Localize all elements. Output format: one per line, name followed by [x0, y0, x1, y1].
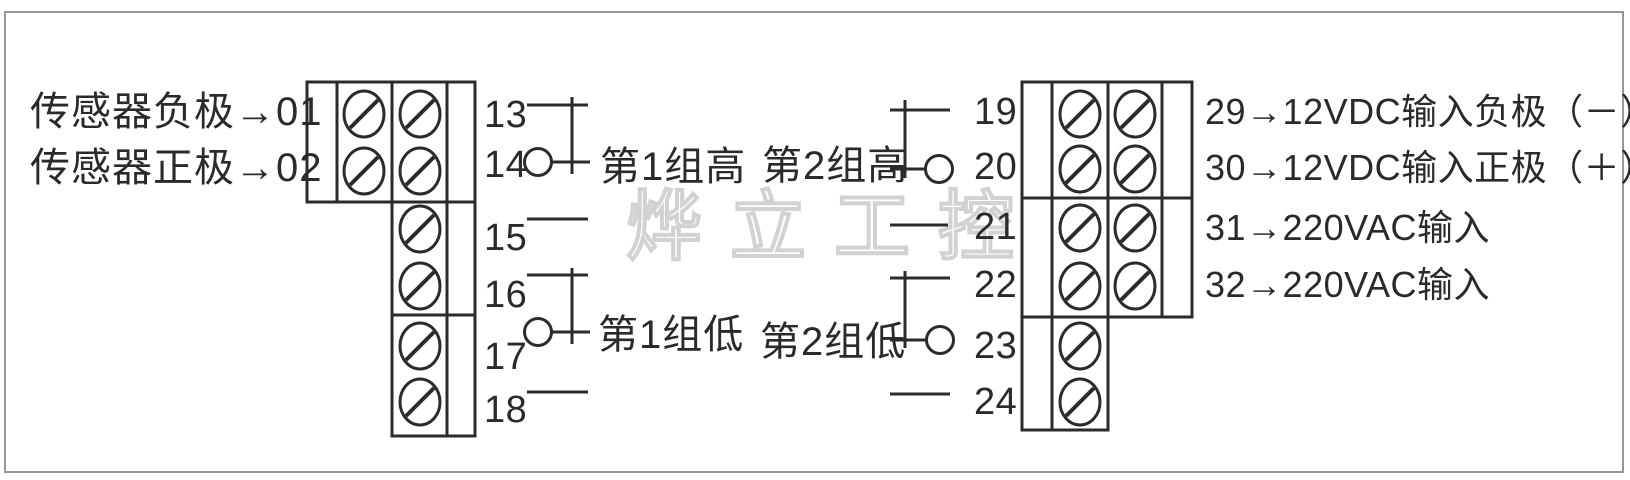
pin-label-13: 13 [484, 94, 528, 136]
pin-label-19: 19 [974, 91, 1018, 133]
screw-terminal-icons-left [342, 89, 442, 427]
screw-icon [342, 146, 386, 196]
pin-label-20: 20 [974, 146, 1018, 188]
power-label-32: 32→220VAC输入 [1205, 264, 1490, 305]
screw-icon [1058, 144, 1102, 194]
watermark: 烨立工控 [625, 185, 1042, 270]
diagram-frame [4, 11, 1624, 473]
screw-icon [398, 321, 442, 371]
contact-symbol-group2-low [890, 271, 955, 355]
pin-label-14: 14 [484, 144, 528, 186]
screw-icon [1058, 203, 1102, 253]
terminal-block-left [305, 80, 477, 438]
screw-icon [1058, 261, 1102, 311]
screw-icon [1058, 377, 1102, 427]
screw-icon [398, 261, 442, 311]
group2-high-label: 第2组高 [762, 144, 909, 188]
pin-label-22: 22 [974, 264, 1018, 306]
screw-icon [342, 89, 386, 139]
pin-label-16: 16 [484, 274, 528, 316]
sensor-positive-label: 传感器正极→02 [30, 146, 323, 190]
screw-icon [398, 377, 442, 427]
pin-label-23: 23 [974, 325, 1018, 367]
power-label-30: 30→12VDC输入正极（＋） [1205, 147, 1630, 188]
pin-label-17: 17 [484, 336, 528, 378]
screw-icon [1113, 261, 1157, 311]
power-label-31: 31→220VAC输入 [1205, 207, 1490, 248]
screw-icon [1113, 144, 1157, 194]
screw-terminal-icons-right [1058, 89, 1157, 427]
screw-icon [1113, 203, 1157, 253]
group2-low-label: 第2组低 [760, 320, 907, 364]
screw-icon [398, 146, 442, 196]
screw-icon [1058, 89, 1102, 139]
contact-symbol-group2-high [890, 100, 954, 184]
screw-icon [398, 89, 442, 139]
group1-low-label: 第1组低 [598, 313, 745, 357]
contact-symbol-group1-high [523, 97, 590, 177]
sensor-negative-label: 传感器负极→01 [30, 90, 323, 134]
screw-icon [1058, 321, 1102, 371]
power-label-29: 29→12VDC输入负极（－） [1205, 91, 1630, 132]
screw-icon [398, 204, 442, 254]
pin-label-18: 18 [484, 389, 528, 431]
pin-label-21: 21 [974, 206, 1018, 248]
group1-high-label: 第1组高 [600, 145, 747, 189]
screw-icon [1113, 89, 1157, 139]
terminal-block-right [1020, 80, 1194, 432]
pin-label-24: 24 [974, 381, 1018, 423]
pin-label-15: 15 [484, 217, 528, 259]
contact-symbol-group1-low [523, 268, 590, 347]
